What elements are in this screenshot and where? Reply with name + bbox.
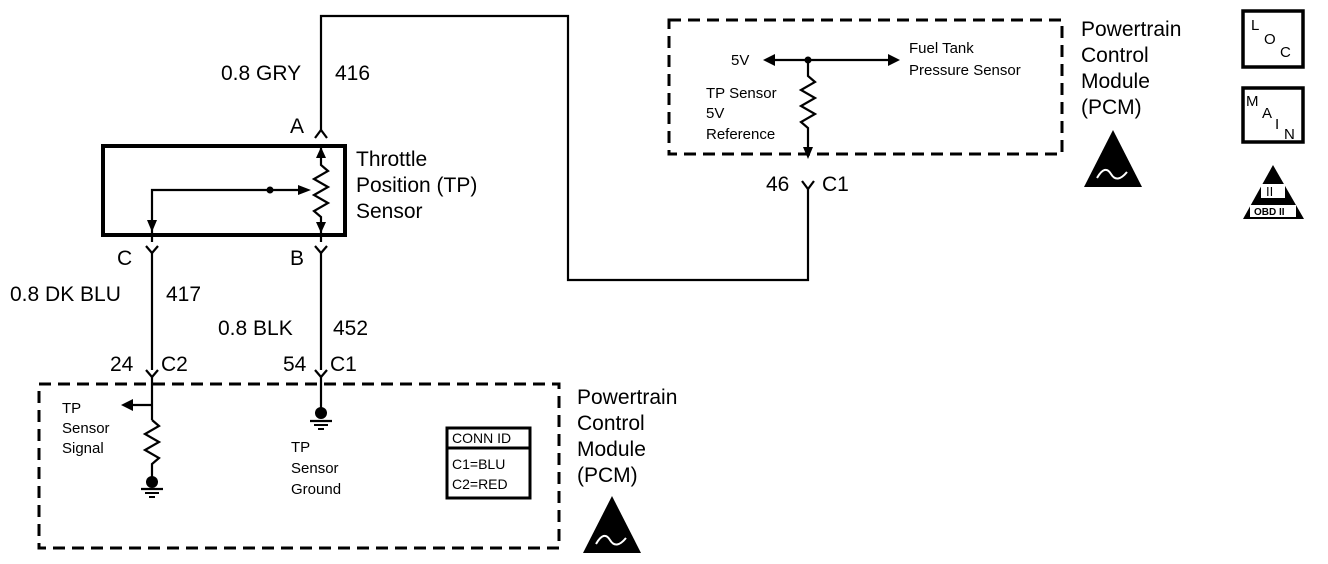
tp-sensor: Throttle Position (TP) Sensor xyxy=(101,144,477,242)
wiper-dot xyxy=(266,186,274,194)
conn-id-row-2: C2=RED xyxy=(452,476,508,492)
voltage-label: 5V xyxy=(731,52,749,69)
pcm-ground-pin: 54 xyxy=(283,353,307,376)
svg-text:OBD II: OBD II xyxy=(1254,207,1285,218)
pcm-top-title-3: Module xyxy=(1081,70,1150,93)
tp-sensor-title-1: Throttle xyxy=(356,148,427,171)
sensor-connectors: A C B xyxy=(117,115,328,270)
svg-text:C: C xyxy=(1280,44,1291,61)
loc-icon[interactable]: L O C xyxy=(1241,9,1305,69)
pcm-top-conn: C1 xyxy=(822,173,849,196)
svg-text:N: N xyxy=(1284,126,1295,143)
pcm-signal-conn: C2 xyxy=(161,353,188,376)
wire-417-circuit: 417 xyxy=(166,283,201,306)
ref-label-3: Reference xyxy=(706,126,775,143)
pcm-top-pin: 46 xyxy=(766,173,789,196)
fuel-label-2: Pressure Sensor xyxy=(909,62,1021,79)
svg-text:II: II xyxy=(1266,184,1273,199)
connector-c-symbol xyxy=(145,245,159,255)
pcm-bottom: 24 C2 54 C1 TP Sensor Signal TP Sensor G xyxy=(37,353,677,553)
resistor-bottom-arrow-icon xyxy=(316,222,326,233)
ref-pullup-resistor xyxy=(798,60,818,152)
tp-sensor-title-2: Position (TP) xyxy=(356,174,477,197)
svg-text:M: M xyxy=(1246,93,1259,110)
pin-c-label: C xyxy=(117,247,132,270)
pin-b-label: B xyxy=(290,247,304,270)
pcm-bottom-title-4: (PCM) xyxy=(577,464,638,487)
tp-sensor-resistor xyxy=(311,148,331,242)
ground-label-1: TP xyxy=(291,439,310,456)
signal-label-3: Signal xyxy=(62,440,104,457)
pcm-top-title-2: Control xyxy=(1081,44,1149,67)
ground-label-3: Ground xyxy=(291,481,341,498)
signal-ground-icon xyxy=(141,476,163,498)
ground-label-2: Sensor xyxy=(291,460,339,477)
wires: 0.8 GRY 416 0.8 DK BLU 417 0.8 BLK 452 xyxy=(10,14,810,370)
pcm-signal-pin: 24 xyxy=(110,353,134,376)
wire-416 xyxy=(319,14,810,282)
wire-416-circuit: 416 xyxy=(335,62,370,85)
resistor-top-arrow-icon xyxy=(316,147,326,158)
connector-46-symbol xyxy=(801,180,815,191)
signal-arrow-icon xyxy=(121,399,133,411)
signal-label-2: Sensor xyxy=(62,420,110,437)
esd-warning-icon xyxy=(1084,130,1142,187)
main-icon[interactable]: M A I N xyxy=(1241,86,1305,144)
tp-ground-icon xyxy=(310,407,332,430)
pcm-top-title-1: Powertrain xyxy=(1081,18,1181,41)
obd-ii-icon[interactable]: II OBD II xyxy=(1243,165,1304,219)
conn-id-row-1: C1=BLU xyxy=(452,456,505,472)
fuel-right-arrow-icon xyxy=(888,54,900,66)
conn-id-header: CONN ID xyxy=(452,430,511,446)
signal-pullup-resistor xyxy=(142,419,162,478)
tp-sensor-box xyxy=(101,144,347,237)
pcm-ground-conn: C1 xyxy=(330,353,357,376)
signal-label-1: TP xyxy=(62,400,81,417)
svg-text:O: O xyxy=(1264,31,1276,48)
pcm-bottom-title-2: Control xyxy=(577,412,645,435)
pin-a-label: A xyxy=(290,115,304,138)
pcm-top-dashed-box xyxy=(667,18,1064,156)
connector-b-symbol xyxy=(314,245,328,255)
connector-c1-symbol xyxy=(314,369,328,379)
wire-452-color: 0.8 BLK xyxy=(218,317,293,340)
5v-left-arrow-icon xyxy=(763,54,775,66)
wire-416-color: 0.8 GRY xyxy=(221,62,301,85)
connector-c2-symbol xyxy=(145,369,159,379)
wiper-arrow-icon xyxy=(298,185,311,195)
wire-417-color: 0.8 DK BLU xyxy=(10,283,121,306)
ref-label-1: TP Sensor xyxy=(706,85,777,102)
pcm-bottom-title-1: Powertrain xyxy=(577,386,677,409)
pcm-top-title-4: (PCM) xyxy=(1081,96,1142,119)
connector-a-symbol xyxy=(314,128,328,139)
wiper-down-arrow-icon xyxy=(147,220,157,232)
tp-sensor-title-3: Sensor xyxy=(356,200,423,223)
fuel-label-1: Fuel Tank xyxy=(909,40,974,57)
ref-label-2: 5V xyxy=(706,105,724,122)
pcm-top: 5V TP Sensor 5V Reference Fuel Tank Pres… xyxy=(667,18,1181,196)
esd-warning-icon xyxy=(583,496,641,553)
svg-text:L: L xyxy=(1251,17,1259,34)
wire-452-circuit: 452 xyxy=(333,317,368,340)
svg-text:A: A xyxy=(1262,105,1272,122)
ref-down-arrow-icon xyxy=(803,147,813,159)
pcm-bottom-title-3: Module xyxy=(577,438,646,461)
svg-text:I: I xyxy=(1275,116,1279,133)
conn-id-table: CONN ID C1=BLU C2=RED xyxy=(445,426,532,500)
